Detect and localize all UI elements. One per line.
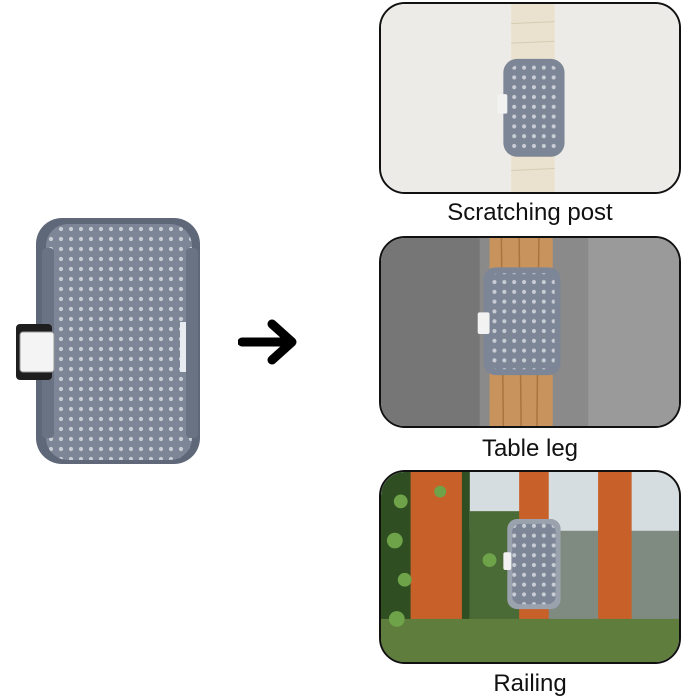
caption-table-leg: Table leg	[481, 435, 579, 462]
caption-scratching-post: Scratching post	[447, 199, 613, 226]
railing-photo	[379, 470, 681, 664]
brush-illustration	[16, 218, 200, 464]
right-arrow-icon	[237, 318, 300, 366]
table-leg-photo	[379, 236, 681, 428]
caption-railing: Railing	[493, 670, 567, 697]
product-brush-image	[16, 214, 206, 470]
scratching-post-photo	[379, 2, 681, 194]
